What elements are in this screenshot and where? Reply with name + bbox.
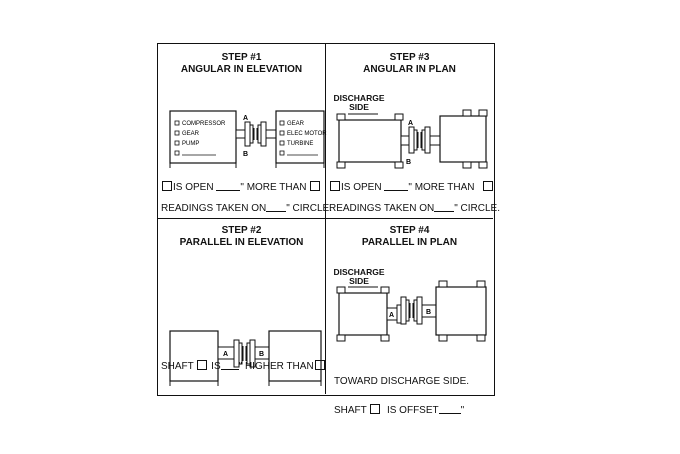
step4-panel: STEP #4 PARALLEL IN PLAN DISCHARGE SIDE …	[326, 219, 493, 416]
step3-line2-text-a: READINGS TAKEN ON	[329, 203, 435, 214]
step4-offset-line: SHAFT IS OFFSET "	[334, 404, 464, 417]
step1-left-option-1: COMPRESSOR	[182, 121, 226, 127]
step3-line1-text-b: " MORE THAN	[408, 182, 475, 193]
step2-shaft-checkbox[interactable]	[197, 360, 208, 370]
step3-discharge-line2: SIDE	[349, 102, 369, 112]
step1-title: ANGULAR IN ELEVATION	[180, 64, 303, 75]
step4-line1-text-b: IS OFFSET	[386, 405, 439, 416]
step1-right-option-1: GEAR	[287, 121, 305, 127]
step3-discharge-label: DISCHARGE SIDE	[330, 94, 388, 112]
step2-height-blank[interactable]	[220, 361, 239, 370]
step3-amount-blank[interactable]	[384, 182, 409, 191]
step3-line2-text-b: " CIRCLE.	[454, 203, 500, 214]
step3-line1-text-a: IS OPEN	[341, 182, 382, 193]
step4-marker-a: A	[389, 312, 394, 319]
step2-diagram: A B	[169, 330, 322, 386]
step1-opening-line: IS OPEN " MORE THAN	[161, 181, 321, 194]
step1-marker-a: A	[243, 115, 248, 122]
step4-discharge-label: DISCHARGE SIDE	[330, 268, 388, 286]
step2-panel: STEP #2 PARALLEL IN ELEVATION A B	[158, 219, 326, 394]
step1-diagram: COMPRESSOR GEAR PUMP A B GEAR ELEC MOTOR	[169, 110, 327, 168]
step4-offset-blank[interactable]	[438, 405, 461, 414]
step3-title: ANGULAR IN PLAN	[363, 64, 456, 75]
alignment-worksheet: STEP #1 ANGULAR IN ELEVATION COMPRESSOR …	[157, 43, 500, 416]
step3-panel: STEP #3 ANGULAR IN PLAN DISCHARGE SIDE A…	[326, 44, 500, 219]
step1-line2-text-a: READINGS TAKEN ON	[161, 203, 267, 214]
step1-checkbox-than[interactable]	[310, 181, 321, 191]
step3-marker-b: B	[406, 159, 411, 166]
step3-checkbox-than[interactable]	[483, 181, 494, 191]
step3-readings-line: READINGS TAKEN ON " CIRCLE.	[329, 203, 500, 215]
step3-opening-line: IS OPEN " MORE THAN	[329, 181, 494, 194]
step1-line2-text-b: " CIRCLE.	[286, 203, 332, 214]
step4-discharge-line1: DISCHARGE	[333, 267, 385, 277]
step2-title: PARALLEL IN ELEVATION	[179, 237, 304, 248]
step1-right-option-2: ELEC MOTOR	[287, 131, 327, 137]
step4-line1-text-a: SHAFT	[334, 405, 367, 416]
step3-checkbox-open[interactable]	[330, 181, 340, 191]
step1-right-option-3: TURBINE	[287, 141, 313, 147]
step1-marker-b: B	[243, 151, 248, 158]
step1-line1-text-b: " MORE THAN	[240, 182, 307, 193]
step4-diagram: A B	[336, 280, 487, 342]
step2-line1-text-a: SHAFT	[161, 361, 194, 372]
step4-shaft-checkbox[interactable]	[370, 404, 381, 414]
step2-number: STEP #2	[221, 225, 262, 236]
step1-readings-line: READINGS TAKEN ON " CIRCLE.	[161, 203, 332, 215]
step4-line1-text-c: "	[460, 405, 465, 416]
step2-line1-text-b: IS	[211, 361, 221, 372]
step3-number: STEP #3	[389, 52, 430, 63]
step1-checkbox-open[interactable]	[162, 181, 172, 191]
step2-marker-a: A	[223, 351, 228, 358]
step2-marker-b: B	[259, 351, 264, 358]
step2-than-checkbox[interactable]	[314, 360, 325, 370]
step3-discharge-line1: DISCHARGE	[333, 93, 385, 103]
step4-discharge-line: TOWARD DISCHARGE SIDE.	[334, 376, 470, 387]
step4-title: PARALLEL IN PLAN	[361, 237, 458, 248]
step1-circle-blank[interactable]	[266, 203, 287, 212]
step3-diagram: A B	[336, 109, 488, 169]
step4-discharge-line2: SIDE	[349, 276, 369, 286]
step1-left-option-3: PUMP	[182, 141, 199, 147]
step4-marker-b: B	[426, 309, 431, 316]
step2-height-line: SHAFT IS " HIGHER THAN	[161, 360, 326, 373]
step1-number: STEP #1	[221, 52, 262, 63]
step1-panel: STEP #1 ANGULAR IN ELEVATION COMPRESSOR …	[158, 44, 332, 219]
step1-line1-text-a: IS OPEN	[173, 182, 214, 193]
step3-circle-blank[interactable]	[434, 203, 455, 212]
step2-line1-text-c: " HIGHER THAN	[238, 361, 314, 372]
step1-left-option-2: GEAR	[182, 131, 200, 137]
step3-marker-a: A	[408, 120, 413, 127]
step1-amount-blank[interactable]	[216, 182, 241, 191]
step4-number: STEP #4	[389, 225, 430, 236]
